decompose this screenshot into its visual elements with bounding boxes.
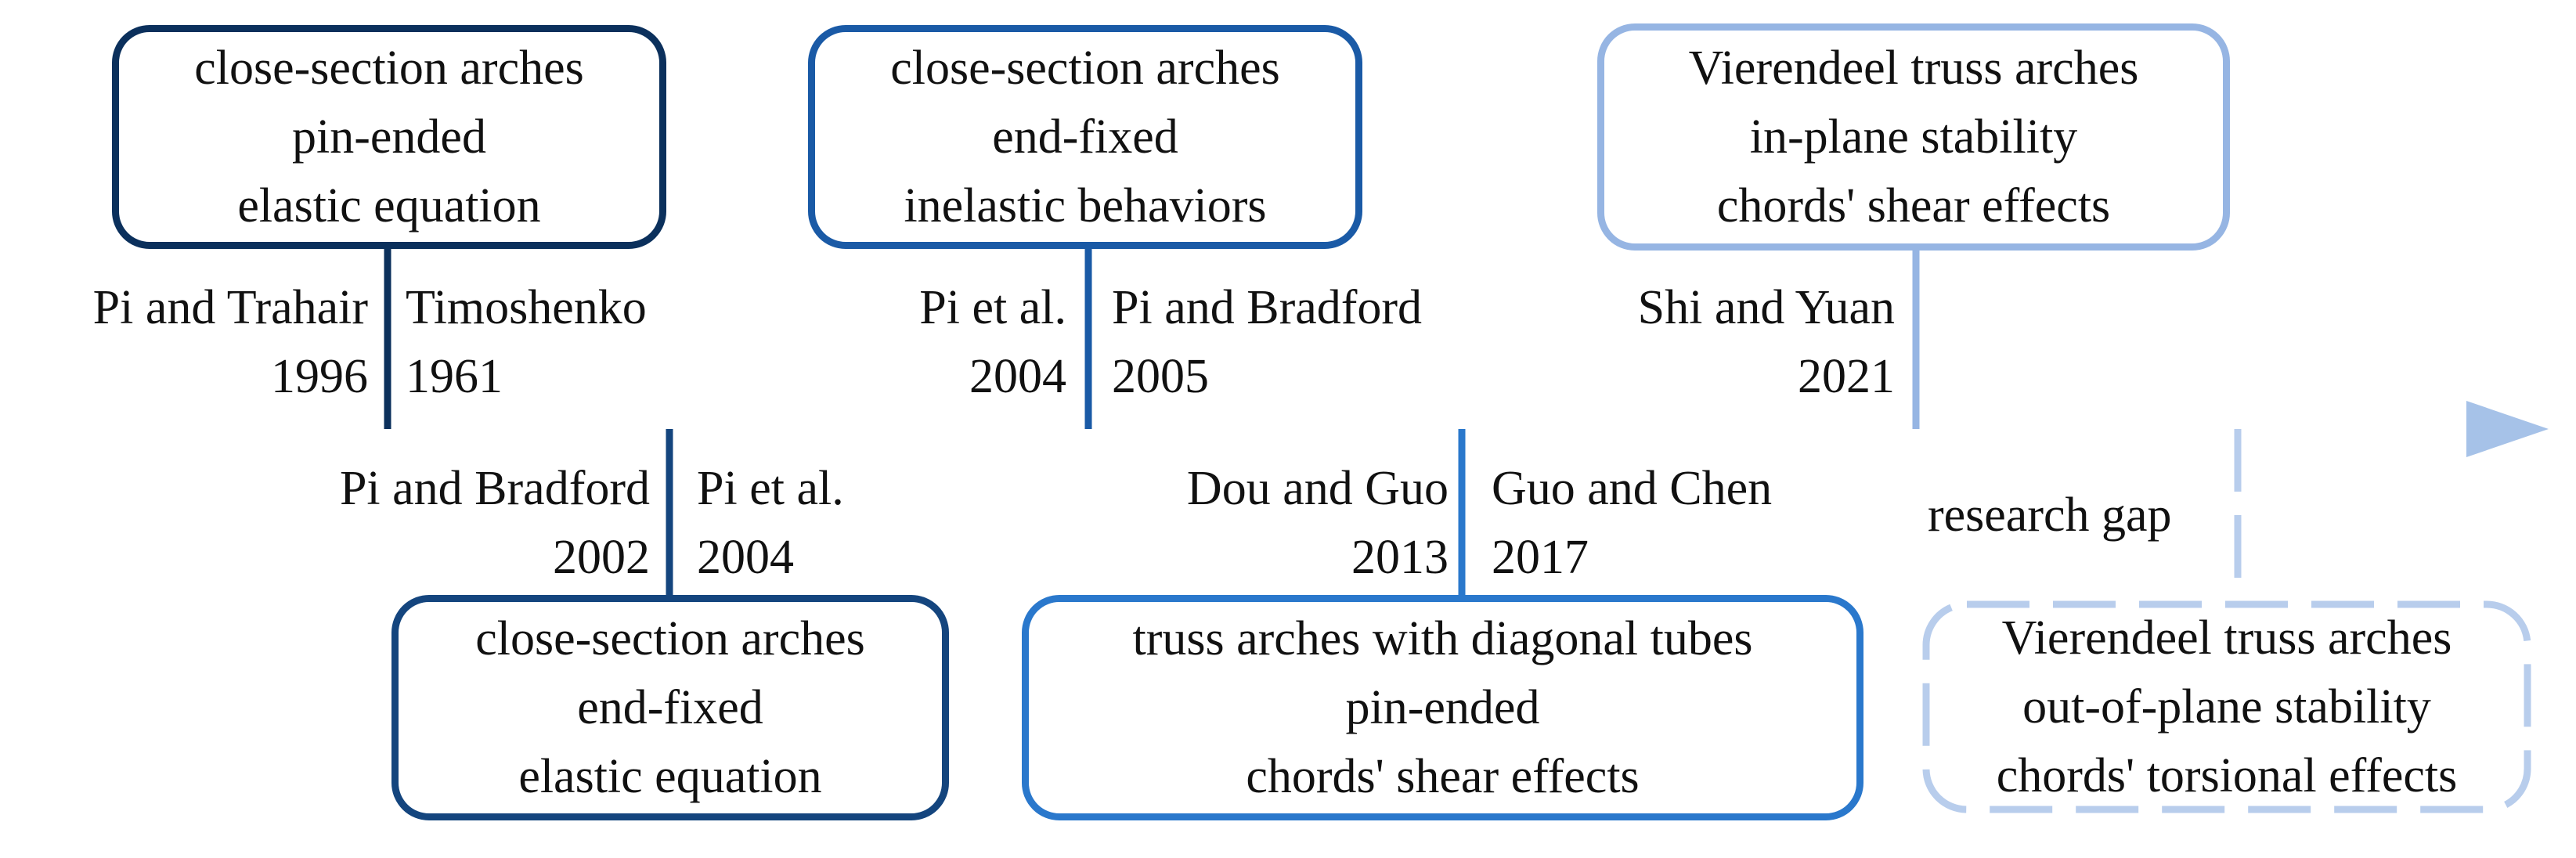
box-5: Vierendeel truss arches in-plane stabili… (1597, 23, 2230, 251)
ref-9-year: 2021 (1798, 350, 1895, 403)
ref-2-year: 1961 (406, 350, 503, 403)
ref-5-name: Pi et al. (919, 281, 1066, 334)
box-3: close-section arches end-fixed inelastic… (808, 25, 1362, 249)
box-5-line-3: chords' shear effects (1716, 179, 2111, 233)
box-5-line-1: Vierendeel truss arches (1688, 41, 2139, 95)
ref-label-1: Pi and Trahair 1996 (93, 273, 368, 411)
ref-7-year: 2013 (1351, 531, 1449, 584)
timeline-arrowhead (2466, 401, 2549, 457)
box-3-line-2: end-fixed (992, 110, 1178, 164)
ref-8-year: 2017 (1492, 531, 1589, 584)
box-1-line-3: elastic equation (237, 179, 541, 233)
box-3-line-3: inelastic behaviors (904, 179, 1267, 233)
box-4: truss arches with diagonal tubes pin-end… (1022, 595, 1863, 820)
box-2-line-1: close-section arches (475, 612, 865, 665)
box-4-line-2: pin-ended (1345, 681, 1540, 734)
ref-label-9: Shi and Yuan 2021 (1638, 273, 1895, 411)
ref-label-8: Guo and Chen 2017 (1492, 454, 1772, 592)
ref-6-year: 2005 (1112, 350, 1209, 403)
ref-4-year: 2004 (697, 531, 794, 584)
ref-1-year: 1996 (271, 350, 368, 403)
box-6-line-3: chords' torsional effects (1996, 749, 2458, 802)
ref-7-name: Dou and Guo (1186, 462, 1449, 515)
ref-label-4: Pi et al. 2004 (697, 454, 844, 592)
ref-8-name: Guo and Chen (1492, 462, 1773, 515)
box-6-line-1: Vierendeel truss arches (2001, 611, 2452, 665)
ref-5-year: 2004 (969, 350, 1066, 403)
ref-2-name: Timoshenko (406, 281, 647, 334)
ref-1-name: Pi and Trahair (92, 281, 368, 334)
ref-label-7: Dou and Guo 2013 (1187, 454, 1449, 592)
ref-4-name: Pi et al. (697, 462, 844, 515)
ref-3-name: Pi and Bradford (339, 462, 650, 515)
box-6: Vierendeel truss arches out-of-plane sta… (1926, 604, 2527, 809)
ref-label-2: Timoshenko 1961 (406, 273, 647, 411)
box-2: close-section arches end-fixed elastic e… (391, 595, 949, 820)
research-gap-label: research gap (1928, 481, 2172, 550)
box-3-line-1: close-section arches (890, 41, 1280, 95)
ref-6-name: Pi and Bradford (1112, 281, 1423, 334)
box-1-line-2: pin-ended (292, 110, 486, 164)
box-6-border (1922, 600, 2531, 813)
ref-3-year: 2002 (553, 531, 650, 584)
box-2-line-2: end-fixed (577, 681, 763, 734)
box-1-line-1: close-section arches (194, 41, 584, 95)
box-6-line-2: out-of-plane stability (2022, 680, 2431, 734)
ref-label-6: Pi and Bradford 2005 (1112, 273, 1422, 411)
box-4-line-3: chords' shear effects (1246, 750, 1640, 803)
research-gap-text: research gap (1928, 488, 2172, 542)
box-2-line-3: elastic equation (518, 750, 822, 803)
ref-label-3: Pi and Bradford 2002 (340, 454, 650, 592)
box-5-line-2: in-plane stability (1749, 110, 2078, 164)
box-4-line-1: truss arches with diagonal tubes (1132, 612, 1753, 665)
box-1: close-section arches pin-ended elastic e… (112, 25, 666, 249)
ref-9-name: Shi and Yuan (1637, 281, 1895, 334)
ref-label-5: Pi et al. 2004 (919, 273, 1066, 411)
